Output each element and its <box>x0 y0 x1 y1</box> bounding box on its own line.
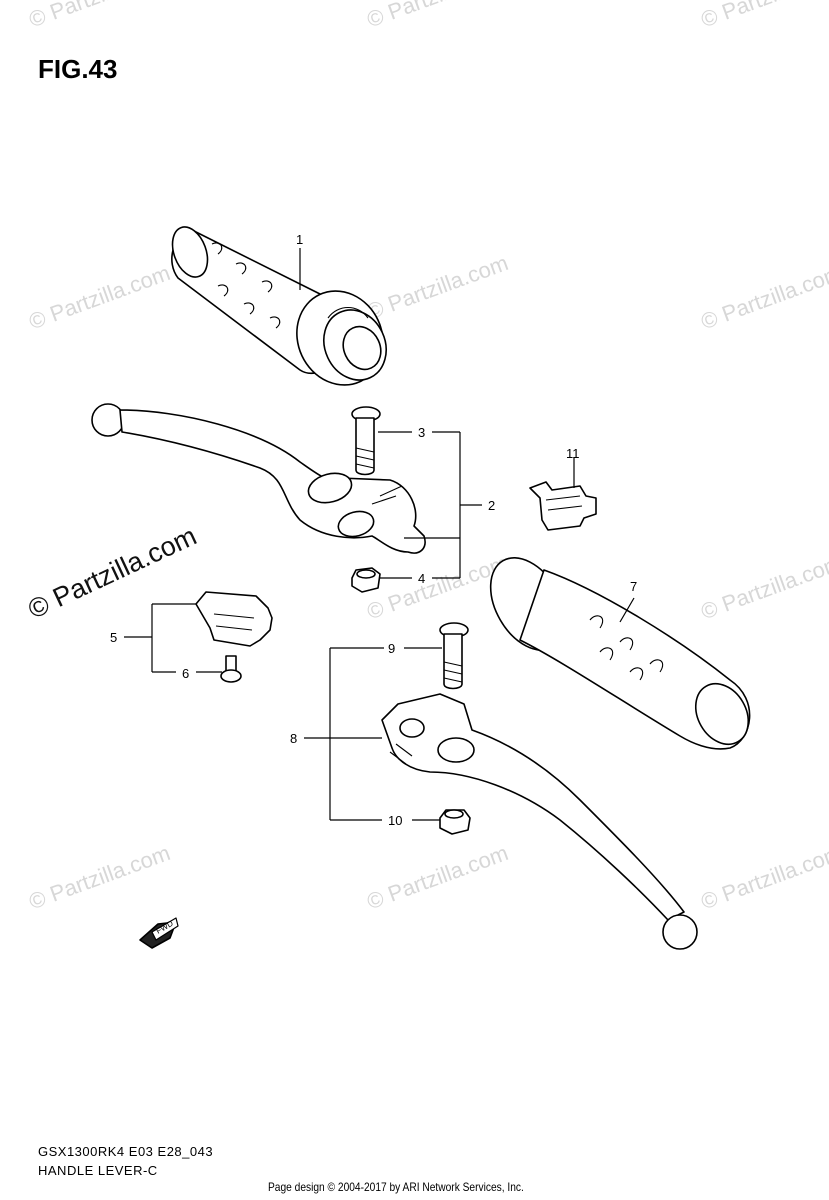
callout-7: 7 <box>630 579 638 594</box>
lower-pivot-bolt <box>439 622 469 690</box>
callout-1: 1 <box>296 232 304 247</box>
clutch-switch <box>195 591 273 647</box>
callout-3: 3 <box>418 425 426 440</box>
leader-lines <box>124 248 635 821</box>
footer-credit: Page design © 2004-2017 by ARI Network S… <box>268 1180 524 1194</box>
lower-lever <box>381 693 698 950</box>
callout-4: 4 <box>418 571 426 586</box>
part-group-title: HANDLE LEVER-C <box>38 1163 158 1178</box>
lower-nut <box>439 809 471 835</box>
pivot-bolt <box>351 406 381 476</box>
throttle-grip <box>171 226 387 386</box>
forward-arrow-icon: FWD <box>139 917 179 949</box>
callout-8: 8 <box>290 731 298 746</box>
callout-11: 11 <box>566 446 580 461</box>
callout-2: 2 <box>488 498 496 513</box>
figure-title: FIG.43 <box>38 54 118 84</box>
upper-nut <box>351 567 381 593</box>
upper-lever <box>91 403 426 554</box>
callout-5: 5 <box>110 630 118 645</box>
left-grip <box>489 557 751 750</box>
model-code: GSX1300RK4 E03 E28_043 <box>38 1144 214 1159</box>
callout-10: 10 <box>388 813 403 828</box>
brake-switch <box>529 481 597 531</box>
callout-9: 9 <box>388 641 396 656</box>
switch-screw <box>220 655 242 683</box>
callout-6: 6 <box>182 666 190 681</box>
